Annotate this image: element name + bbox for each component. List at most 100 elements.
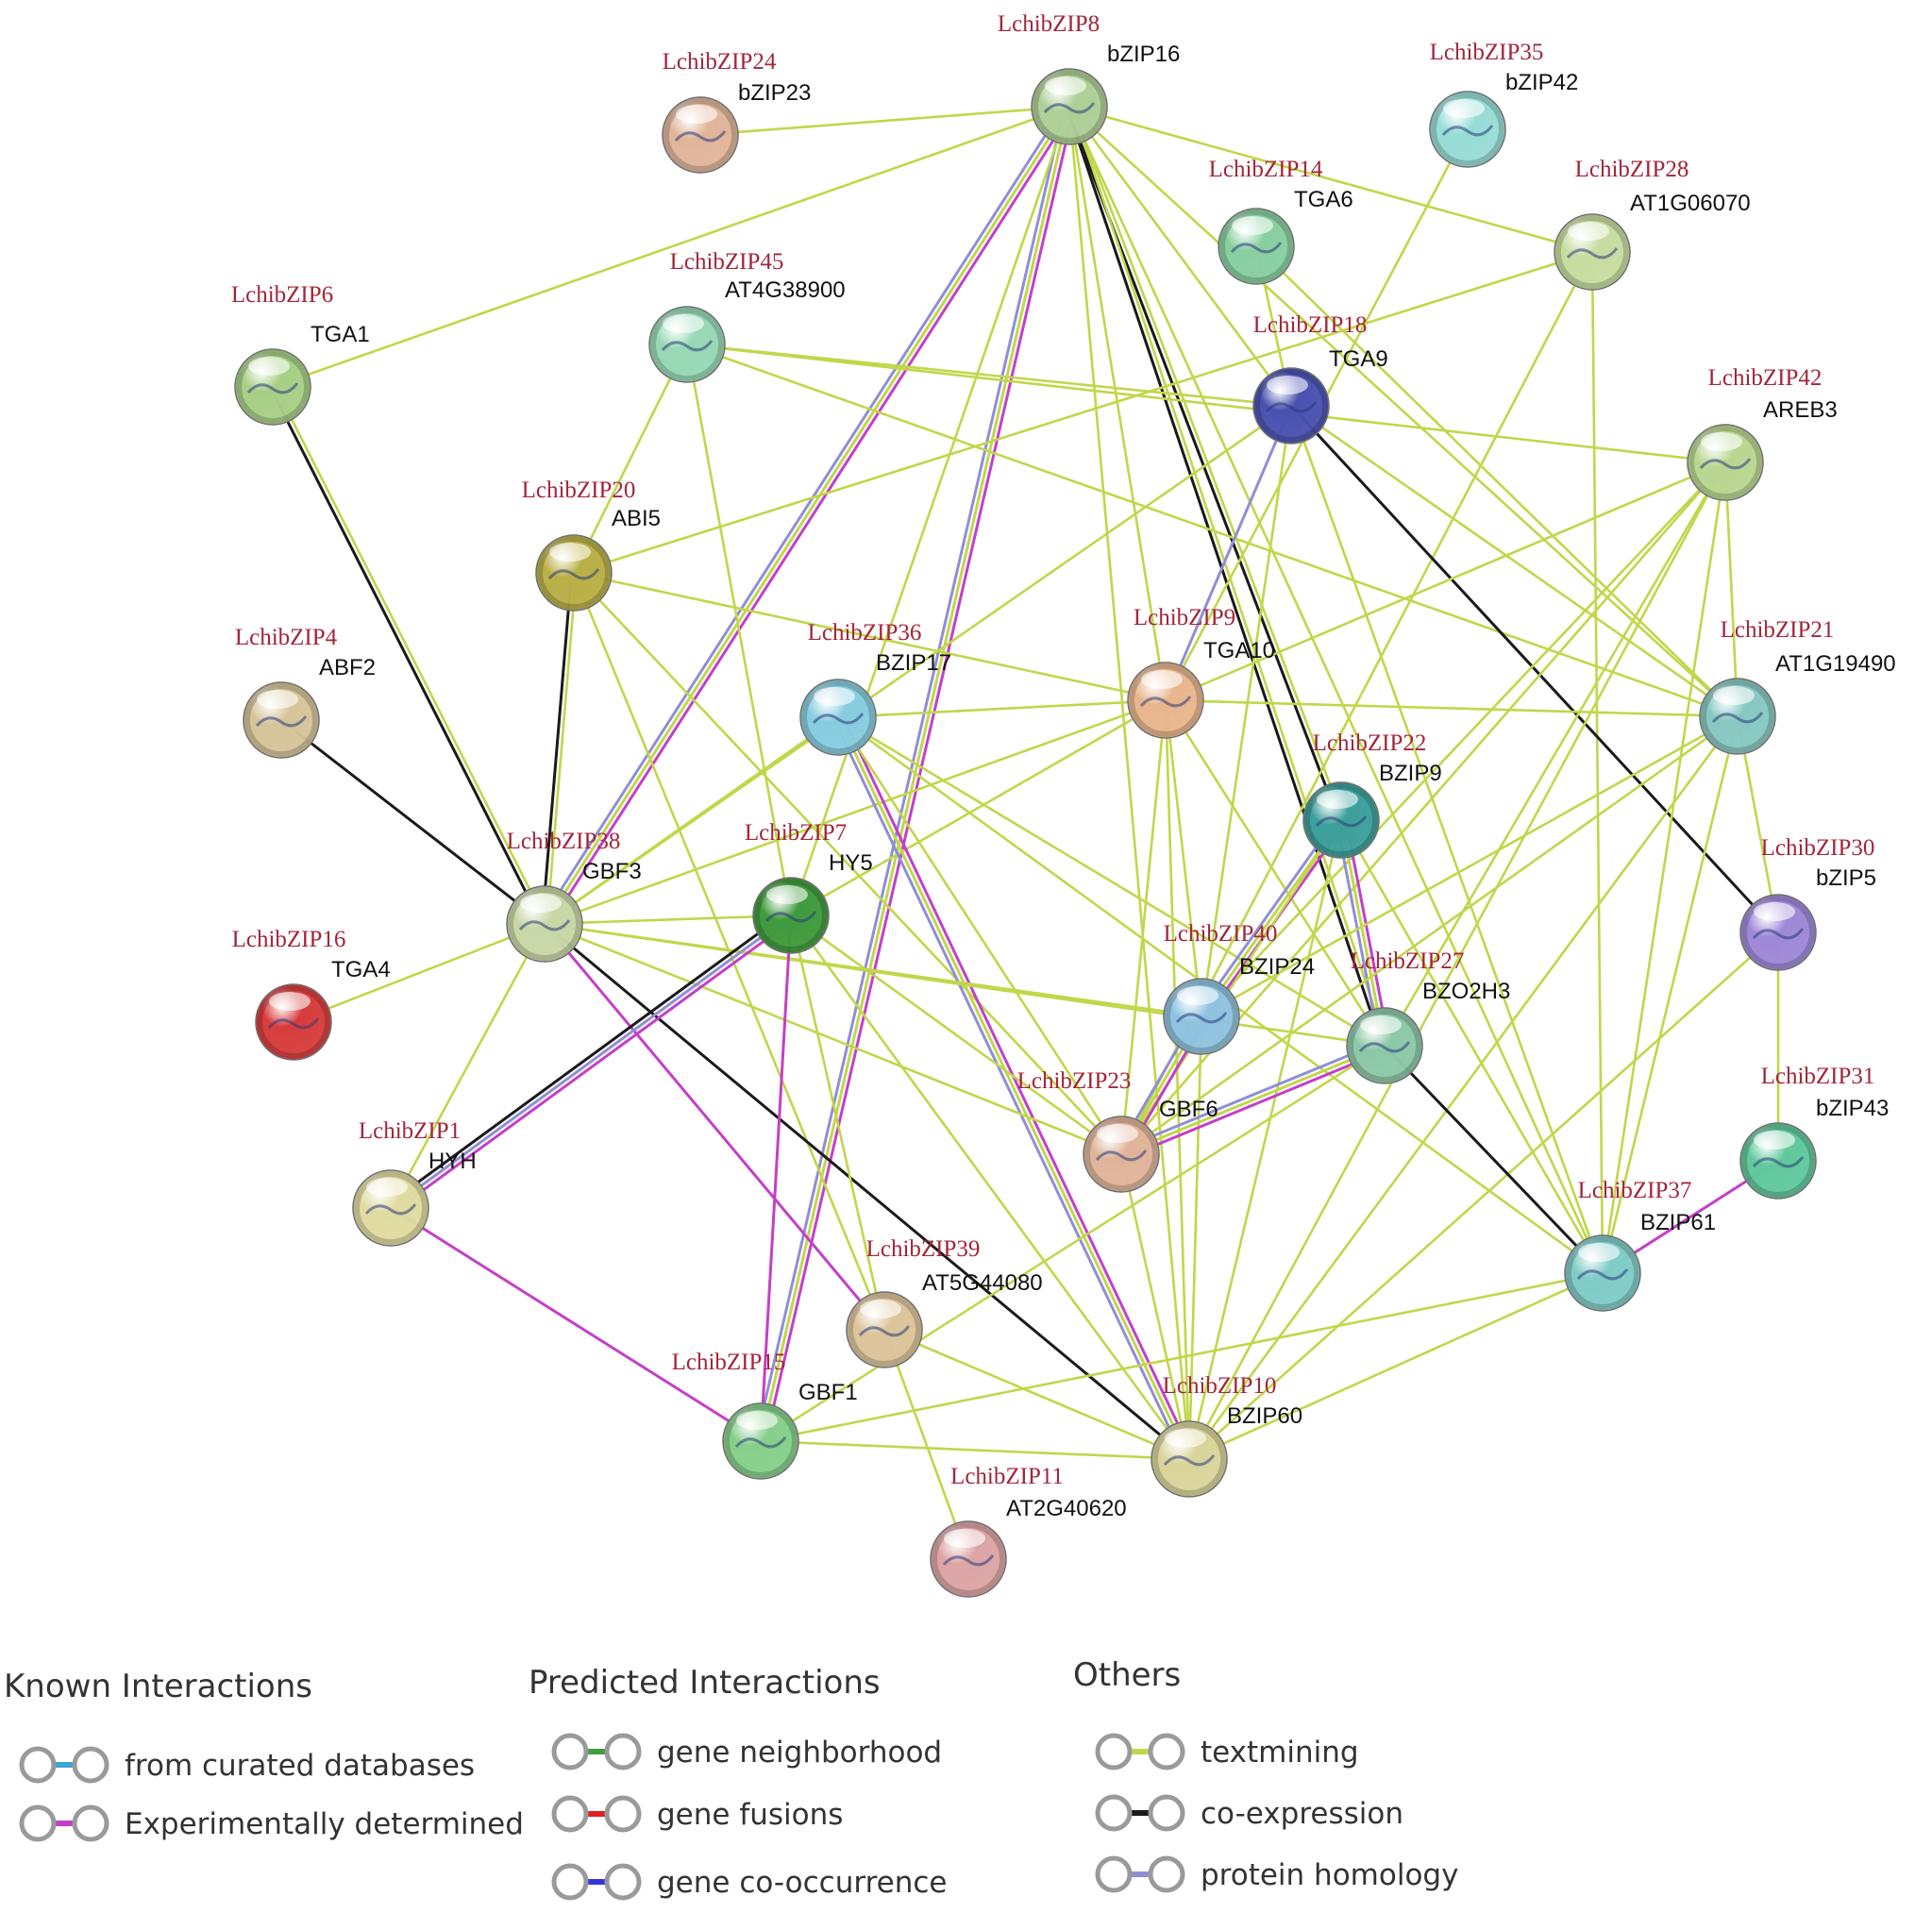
node-name-label: BZIP61	[1640, 1210, 1716, 1235]
edge-tga10-hy5	[790, 698, 1167, 917]
edge-areb3-bzo2h3	[1383, 461, 1727, 1047]
node-alias-label: LchibZIP38	[507, 829, 621, 854]
node-alias-label: LchibZIP21	[1721, 617, 1835, 643]
edge-line-c	[1289, 404, 1780, 934]
node-highlight	[1578, 1243, 1620, 1262]
edge-line-t	[1187, 461, 1727, 1460]
edge-line-t	[1067, 106, 1293, 407]
edge-line-t	[1290, 404, 1739, 718]
protein-structure-icon	[246, 382, 299, 394]
node-name-label: bZIP23	[738, 80, 811, 106]
node-alias-label: LchibZIP18	[1253, 312, 1368, 338]
legend-node-icon	[19, 1804, 57, 1842]
edge-line-t	[1201, 714, 1739, 1018]
edge-line-t	[1601, 715, 1739, 1274]
node-name-label: BZIP17	[876, 650, 951, 676]
node-shade	[1219, 210, 1293, 283]
node-shade	[257, 985, 330, 1059]
legend-item-experimental: Experimentally determined	[19, 1804, 524, 1842]
edge-bzip61-bzip60	[1188, 1271, 1604, 1461]
nodes-layer: LchibZIP8bZIP16LchibZIP24bZIP23LchibZIP3…	[231, 11, 1896, 1598]
edge-line-t	[544, 922, 1122, 1156]
edge-line-c	[387, 910, 789, 1206]
protein-structure-icon	[547, 568, 600, 580]
edge-line-e	[1344, 818, 1391, 1046]
legend-node-icon	[551, 1863, 589, 1901]
node-name-label: ABI5	[612, 506, 661, 531]
node-shade	[537, 536, 611, 610]
node-name-label: TGA10	[1203, 638, 1275, 663]
edge-line-t	[685, 344, 793, 916]
edge-line-t	[760, 1271, 1604, 1443]
edge-line-t	[544, 914, 792, 926]
edge-bzip17-gbf3	[544, 715, 839, 926]
node-alias-label: LchibZIP30	[1761, 835, 1875, 861]
edge-line-t	[1067, 106, 1191, 1460]
node-shade	[1741, 896, 1815, 969]
edge-tga10-bzip60	[1164, 699, 1191, 1460]
node-highlight	[366, 1178, 408, 1197]
protein-structure-icon	[1752, 1156, 1805, 1168]
node-shade	[1152, 1422, 1226, 1496]
edge-at1g19490-bzip60	[1187, 715, 1739, 1460]
legend-item-label: gene fusions	[657, 1798, 843, 1832]
node-alias-label: LchibZIP39	[866, 1236, 981, 1262]
edge-at1g19490-gbf6	[1120, 714, 1739, 1156]
legend-others-title: Others	[1073, 1656, 1181, 1694]
node-name-label: TGA4	[331, 957, 391, 982]
edge-line-t	[686, 343, 1739, 718]
node-highlight	[1165, 1429, 1206, 1448]
edge-line-t	[293, 922, 546, 1024]
edge-line-t	[544, 922, 1386, 1048]
edge-line-t	[699, 105, 1070, 137]
edge-gbf3-bzo2h3	[544, 922, 1386, 1048]
node-shade	[1741, 1124, 1815, 1198]
node-shade	[664, 98, 737, 172]
edge-line-t	[790, 914, 1122, 1156]
edge-line-e	[543, 923, 886, 1331]
edge-bzip24-bzip60	[1187, 1015, 1203, 1460]
protein-structure-icon	[267, 1017, 320, 1030]
edge-line-h	[390, 914, 792, 1210]
node-name-label: BZIP60	[1227, 1403, 1302, 1429]
protein-structure-icon	[1163, 1454, 1216, 1467]
protein-structure-icon	[1699, 458, 1752, 470]
node-highlight	[860, 1300, 901, 1318]
edge-line-h	[1118, 1039, 1384, 1151]
node-alias-label: LchibZIP23	[1017, 1068, 1132, 1094]
edge-line-t	[1201, 461, 1726, 1017]
legend-node-icon	[1148, 1855, 1185, 1893]
protein-structure-icon	[661, 340, 714, 352]
legend-known-title: Known Interactions	[4, 1668, 312, 1705]
edge-at5g44080-at2g40620	[882, 1329, 970, 1560]
